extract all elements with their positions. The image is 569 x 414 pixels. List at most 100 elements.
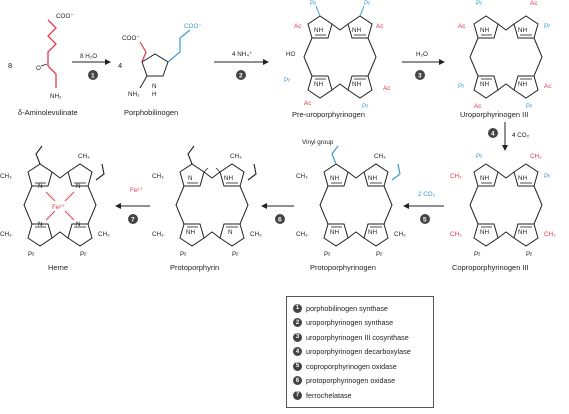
heme-structure: CH₃ CH₃ CH₃ CH₃ Pr Pr N N N N Fe²⁺ Heme: [0, 145, 110, 272]
svg-text:6: 6: [278, 217, 282, 224]
pre-ac-bottom-left: Ac: [304, 100, 311, 107]
ala-coefficient: 8: [8, 61, 12, 70]
copro-pr-3: Pr: [474, 251, 480, 258]
protog-ch3-4: CH₃: [394, 231, 406, 238]
protog-nh-2: NH: [368, 175, 378, 182]
pbg-acetate-coo: COO⁻: [122, 35, 140, 42]
uro-pr-1: Pr: [476, 0, 482, 7]
step-4-reagent: 4 CO₂: [512, 132, 530, 139]
copro-ch3-2: CH₃: [450, 173, 462, 180]
uroporphyrinogen-label: Uroporphyrinogen III: [460, 110, 528, 119]
step-6-arrow: 6: [261, 203, 294, 224]
pbg-coefficient: 4: [118, 61, 122, 70]
enzyme-name: ferrochelatase: [306, 390, 352, 400]
protog-nh-3: NH: [330, 229, 340, 236]
pre-ac-top-right: Ac: [376, 23, 383, 30]
svg-text:4: 4: [491, 131, 495, 138]
svg-text:3: 3: [418, 73, 422, 80]
svg-text:5: 5: [423, 217, 427, 224]
protog-pr-2: Pr: [376, 251, 382, 258]
proto-n-1: N: [188, 175, 193, 182]
heme-n-2: N: [76, 183, 81, 190]
step-number-badge: 2: [293, 318, 302, 327]
pre-ac-top-left: Ac: [294, 23, 301, 30]
heme-label: Heme: [48, 263, 68, 272]
protoporphyrin-structure: CH₃ CH₃ CH₃ CH₃ Pr Pr N NH NH N Protopor…: [152, 145, 262, 272]
copro-nh-4: NH: [518, 229, 528, 236]
protog-nh-4: NH: [368, 229, 378, 236]
enzyme-name: porphobilinogen synthase: [306, 303, 388, 313]
protoporphyrinogen-label: Protoporphyrinogen: [310, 263, 376, 272]
step-1-arrow: 8 H₂O 1: [72, 53, 111, 80]
pbg-nitrogen: N: [152, 83, 157, 90]
pre-pr-top-right: Pr: [364, 0, 370, 7]
protog-pr-1: Pr: [324, 251, 330, 258]
step-2-arrow: 4 NH₄⁺ 2: [214, 51, 269, 80]
svg-text:1: 1: [91, 73, 95, 80]
pre-pr-top-left: Pr: [310, 0, 316, 7]
uro-pr-4: Pr: [526, 103, 532, 110]
pbg-propionate-coo: COO⁻: [184, 23, 202, 30]
pbg-amine: NH₂: [128, 91, 140, 98]
uro-nh-4: NH: [518, 81, 528, 88]
copro-pr-2: Pr: [544, 173, 550, 180]
heme-ch3-2: CH₃: [0, 173, 12, 180]
copro-nh-1: NH: [480, 175, 490, 182]
coproporphyrinogen-structure: Pr CH₃ CH₃ Pr CH₃ CH₃ Pr Pr NH NH NH NH …: [450, 153, 556, 272]
step-number-badge: 7: [293, 390, 302, 400]
pre-pr-bottom: Pr: [362, 103, 368, 110]
uroporphyrinogen-structure: Pr Ac Ac Pr Pr Ac Ac Pr NH NH NH NH Urop…: [458, 0, 551, 119]
ala-keto: O: [36, 65, 41, 72]
heme-n-1: N: [38, 183, 43, 190]
vinyl-group-annotation: Vinyl group: [302, 139, 334, 146]
heme-ch3-1: CH₃: [78, 153, 90, 160]
porphobilinogen-structure: 4 COO⁻ COO⁻ NH₂ N H Porphobilinogen: [118, 23, 202, 117]
pre-hydroxyl: HO: [286, 51, 296, 58]
step-number-badge: 1: [293, 303, 302, 313]
uro-ac-3: Ac: [544, 83, 551, 90]
step-4-arrow: 4 4 CO₂: [488, 122, 530, 151]
copro-pr-1: Pr: [476, 153, 482, 160]
step-3-arrow: H₂O 3: [402, 51, 445, 80]
protoporphyrinogen-structure: Vinyl group CH₃ CH₃ CH₃ CH₃ Pr Pr NH NH …: [296, 139, 406, 272]
ala-amine: NH₂: [50, 93, 62, 100]
heme-n-4: N: [76, 221, 81, 228]
ala-carboxylate: COO⁻: [56, 13, 74, 20]
proto-pr-1: Pr: [180, 251, 186, 258]
step-5-reagent: 2 CO₂: [418, 191, 436, 198]
step-2-reagent: 4 NH₄⁺: [232, 51, 252, 58]
uro-ac-4: Ac: [474, 103, 481, 110]
svg-text:7: 7: [131, 217, 135, 224]
heme-ch3-3: CH₃: [0, 231, 12, 238]
copro-ch3-3: CH₃: [450, 231, 462, 238]
proto-ch3-1: CH₃: [230, 153, 242, 160]
pre-nh-2: NH: [352, 27, 362, 34]
uro-nh-3: NH: [480, 81, 490, 88]
pre-ac-bottom-right: Ac: [383, 85, 390, 92]
uro-ac-2: Ac: [458, 23, 465, 30]
legend-item: 1 porphobilinogen synthase: [293, 302, 388, 314]
protog-nh-1: NH: [330, 175, 340, 182]
heme-pr-1: Pr: [28, 251, 34, 258]
enzyme-name: uroporphyrinogen decarboxylase: [306, 347, 411, 356]
step-1-reagent: 8 H₂O: [80, 53, 97, 60]
copro-nh-2: NH: [518, 175, 528, 182]
uro-nh-2: NH: [518, 27, 528, 34]
proto-ch3-4: CH₃: [250, 231, 262, 238]
enzyme-name: uroporphyrinogen III cosynthase: [306, 332, 409, 342]
enzyme-name: coproporphyrinogen oxidase: [306, 361, 397, 371]
copro-ch3-4: CH₃: [544, 231, 556, 238]
protoporphyrin-label: Protoporphyrin: [170, 263, 219, 272]
proto-nh-2: NH: [186, 229, 196, 236]
step-7-arrow: Fe²⁺ 7: [115, 187, 150, 224]
proto-ch3-3: CH₃: [152, 231, 164, 238]
uro-nh-1: NH: [480, 27, 490, 34]
step-5-arrow: 2 CO₂ 5: [403, 191, 444, 224]
